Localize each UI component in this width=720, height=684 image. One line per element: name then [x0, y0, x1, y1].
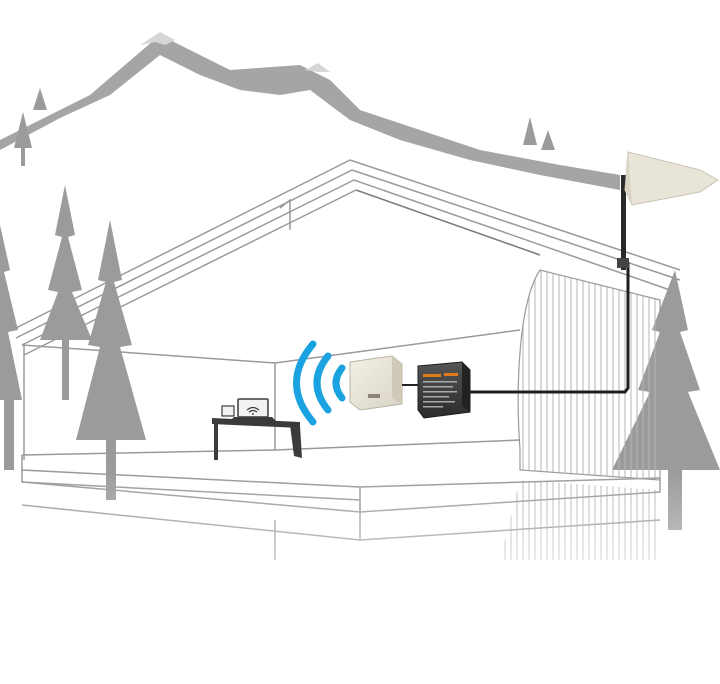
bottom-fade: [0, 470, 720, 684]
wifi-waves-icon: [293, 340, 346, 426]
house-roof: [11, 159, 681, 356]
mountain-range: [0, 32, 620, 190]
indoor-antenna: [349, 355, 403, 411]
signal-booster: [417, 361, 471, 419]
desk: [212, 418, 302, 460]
outdoor-cable: [470, 262, 630, 394]
wifi-icon: [246, 406, 260, 415]
distant-trees: [14, 88, 555, 166]
laptop: [221, 398, 276, 421]
left-trees: [0, 185, 146, 500]
outdoor-antenna: [617, 151, 719, 270]
